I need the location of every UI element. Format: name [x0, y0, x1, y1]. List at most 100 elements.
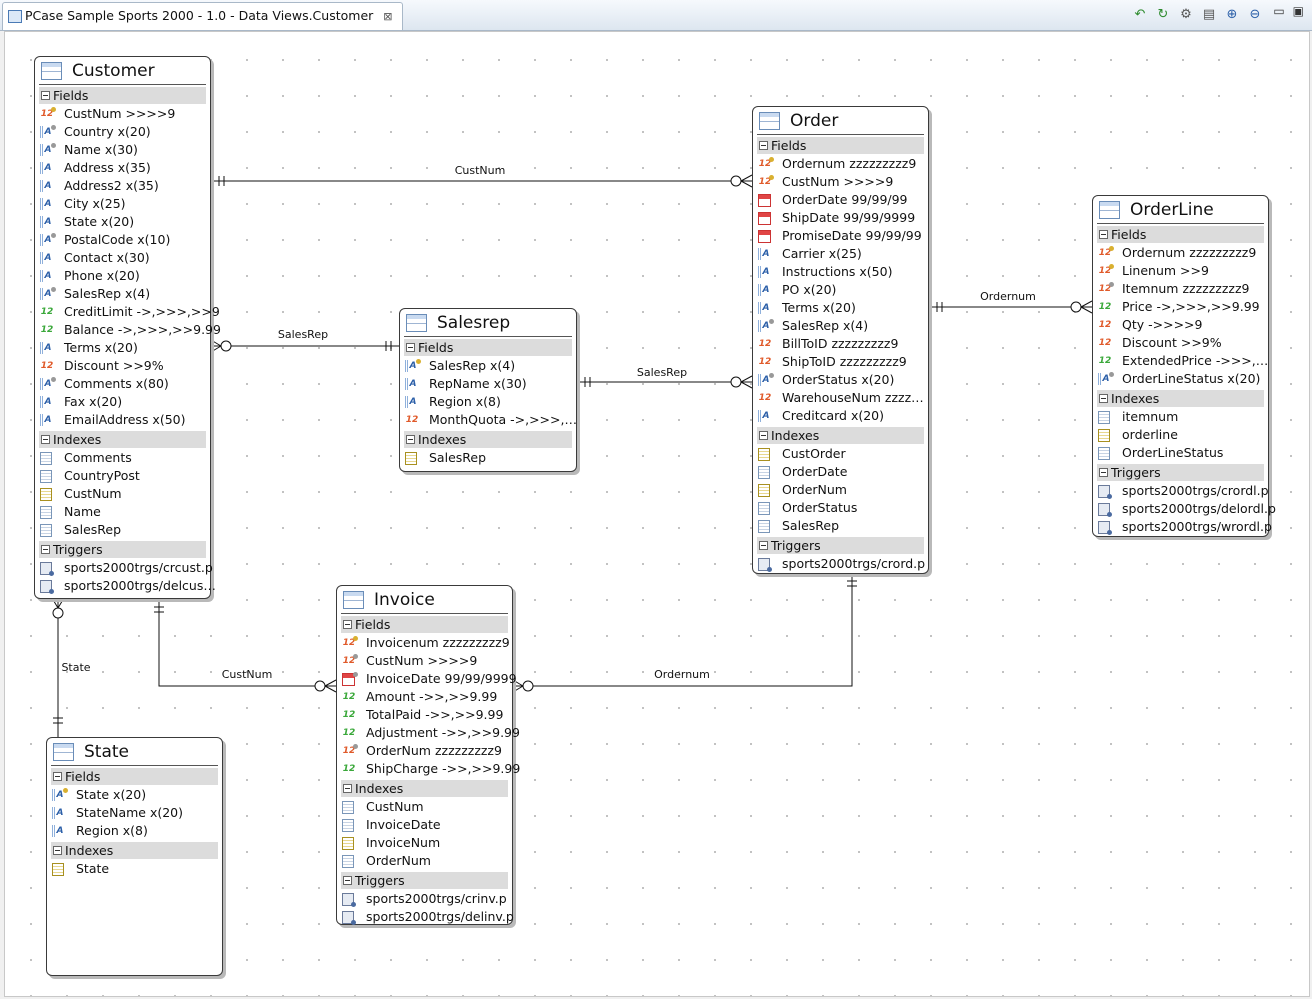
zoom-in-icon[interactable]: ⊕ [1226, 7, 1238, 22]
maximize-icon[interactable]: ▣ [1292, 4, 1304, 18]
section-header-indexes[interactable]: Indexes [341, 780, 508, 797]
zoom-out-icon[interactable]: ⊖ [1249, 7, 1261, 22]
print-icon[interactable]: ▤ [1202, 7, 1216, 22]
index-row[interactable]: State [47, 860, 218, 878]
index-row[interactable]: Name [35, 503, 206, 521]
index-row[interactable]: InvoiceDate [337, 816, 508, 834]
settings-gear-icon[interactable]: ⚙ [1180, 7, 1192, 22]
collapse-toggle-icon[interactable] [406, 343, 415, 352]
index-row[interactable]: OrderDate [753, 463, 924, 481]
collapse-toggle-icon[interactable] [53, 846, 62, 855]
trigger-row[interactable]: sports2000trgs/crordl.p [1093, 482, 1269, 500]
index-row[interactable]: SalesRep [400, 449, 572, 467]
section-header-fields[interactable]: Fields [341, 616, 508, 633]
trigger-row[interactable]: sports2000trgs/crcust.p [35, 559, 213, 577]
collapse-toggle-icon[interactable] [1099, 468, 1108, 477]
section-header-triggers[interactable]: Triggers [757, 537, 924, 554]
collapse-toggle-icon[interactable] [759, 431, 768, 440]
section-header-triggers[interactable]: Triggers [341, 872, 508, 889]
editor-tab[interactable]: PCase Sample Sports 2000 - 1.0 - Data Vi… [2, 2, 404, 30]
collapse-toggle-icon[interactable] [406, 435, 415, 444]
field-row[interactable]: ShipDate 99/99/9999 [753, 209, 924, 227]
index-row[interactable]: CountryPost [35, 467, 206, 485]
collapse-toggle-icon[interactable] [41, 91, 50, 100]
section-header-triggers[interactable]: Triggers [1097, 464, 1264, 481]
trigger-row[interactable]: sports2000trgs/wrordl.p [1093, 518, 1272, 536]
collapse-toggle-icon[interactable] [343, 620, 352, 629]
index-row[interactable]: OrderNum [753, 481, 924, 499]
index-row[interactable]: OrderLineStatus [1093, 444, 1264, 462]
section-header-indexes[interactable]: Indexes [51, 842, 218, 859]
index-row[interactable]: orderline [1093, 426, 1264, 444]
index-row[interactable]: Comments [35, 449, 206, 467]
collapse-toggle-icon[interactable] [53, 772, 62, 781]
index-row[interactable]: CustNum [35, 485, 206, 503]
section-header-fields[interactable]: Fields [39, 87, 206, 104]
index-row[interactable]: CustNum [337, 798, 508, 816]
section-header-fields[interactable]: Fields [1097, 226, 1264, 243]
section-header-indexes[interactable]: Indexes [404, 431, 572, 448]
section-header-triggers[interactable]: Triggers [39, 541, 206, 558]
section-header-indexes[interactable]: Indexes [39, 431, 206, 448]
index-row[interactable]: SalesRep [35, 521, 206, 539]
index-row[interactable]: CustOrder [753, 445, 924, 463]
minimize-icon[interactable]: ▭ [1273, 4, 1285, 18]
collapse-toggle-icon[interactable] [343, 876, 352, 885]
section-header-indexes[interactable]: Indexes [1097, 390, 1264, 407]
index-row[interactable]: SalesRep [753, 517, 924, 535]
section-header-fields[interactable]: Fields [404, 339, 572, 356]
collapse-toggle-icon[interactable] [343, 784, 352, 793]
trigger-row[interactable]: sports2000trgs/delinv.p [337, 908, 514, 926]
index-row[interactable]: itemnum [1093, 408, 1264, 426]
section-header-fields[interactable]: Fields [51, 768, 218, 785]
index-row[interactable]: OrderNum [337, 852, 508, 870]
refresh-back-icon[interactable]: ↶ [1134, 7, 1146, 22]
collapse-toggle-icon[interactable] [1099, 230, 1108, 239]
collapse-toggle-icon[interactable] [41, 545, 50, 554]
collapse-toggle-icon[interactable] [759, 541, 768, 550]
trigger-row[interactable]: sports2000trgs/crord.p [753, 555, 925, 573]
